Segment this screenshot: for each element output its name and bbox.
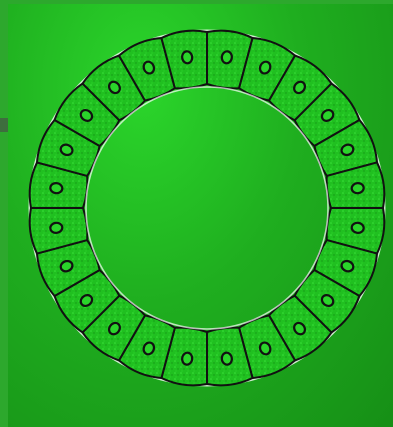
cell-nucleus: [351, 222, 364, 233]
cell-nucleus: [221, 51, 232, 64]
cell-nucleus: [181, 352, 192, 365]
epithelial-ring: [30, 31, 385, 386]
cell-nucleus: [50, 182, 63, 193]
cell-nucleus: [221, 352, 232, 365]
cell-nucleus: [50, 222, 63, 233]
cell-nucleus: [351, 182, 364, 193]
cell-nucleus: [181, 51, 192, 64]
lumen-membrane-highlight: [86, 87, 328, 329]
